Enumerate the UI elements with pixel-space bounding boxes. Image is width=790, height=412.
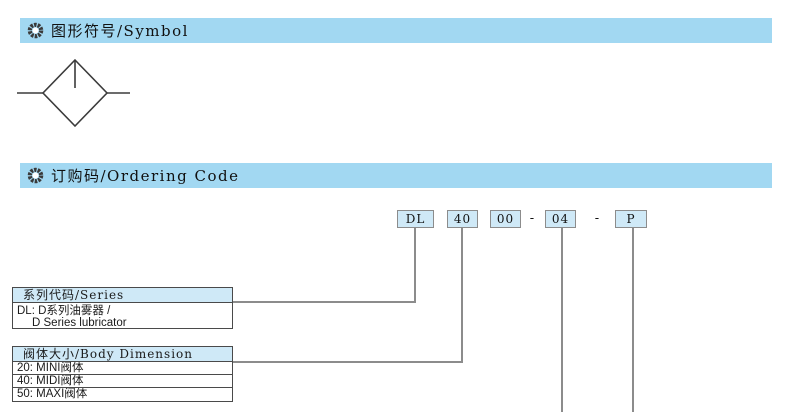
gear-icon xyxy=(27,22,44,39)
connector-vline-body-dimension xyxy=(461,228,463,363)
connector-vline-series xyxy=(414,228,416,302)
gear-icon xyxy=(27,167,44,184)
ordering-code-box-4: 04 xyxy=(545,210,576,228)
ordering-code-box-3: 00 xyxy=(490,210,521,228)
section-header-symbol: 图形符号/Symbol xyxy=(20,18,772,43)
symbol-diamond xyxy=(41,58,109,128)
series-row-line2: D Series lubricator xyxy=(32,317,127,329)
lubricator-symbol xyxy=(17,58,130,128)
connector-hline-body-dimension xyxy=(233,361,463,363)
ordering-code-box-series: DL xyxy=(397,210,434,228)
body-dimension-row-50: 50: MAXI阀体 xyxy=(17,388,88,400)
body-dimension-table: 阀体大小/Body Dimension 20: MINI阀体 40: MIDI阀… xyxy=(12,346,233,402)
section-title-symbol: 图形符号/Symbol xyxy=(51,22,189,40)
connector-hline-series xyxy=(233,301,416,303)
body-dimension-table-header: 阀体大小/Body Dimension xyxy=(13,347,232,362)
ordering-code-separator-2: - xyxy=(594,211,600,226)
ordering-code-separator-1: - xyxy=(529,211,535,226)
series-row-line1: DL: D系列油雾器 / xyxy=(17,305,111,317)
ordering-code-box-body-dimension: 40 xyxy=(447,210,478,228)
section-title-ordering-code: 订购码/Ordering Code xyxy=(51,167,240,185)
body-dimension-row-40: 40: MIDI阀体 xyxy=(13,375,232,388)
series-table: 系列代码/Series DL: D系列油雾器 / D Series lubric… xyxy=(12,287,233,329)
body-dimension-row-20: 20: MINI阀体 xyxy=(13,362,232,375)
section-header-ordering-code: 订购码/Ordering Code xyxy=(20,163,772,188)
ordering-code-box-5: P xyxy=(615,210,647,228)
connector-vline-4 xyxy=(561,228,563,412)
series-table-row: DL: D系列油雾器 / D Series lubricator xyxy=(13,303,232,332)
series-table-header: 系列代码/Series xyxy=(13,288,232,303)
connector-vline-5 xyxy=(632,228,634,412)
